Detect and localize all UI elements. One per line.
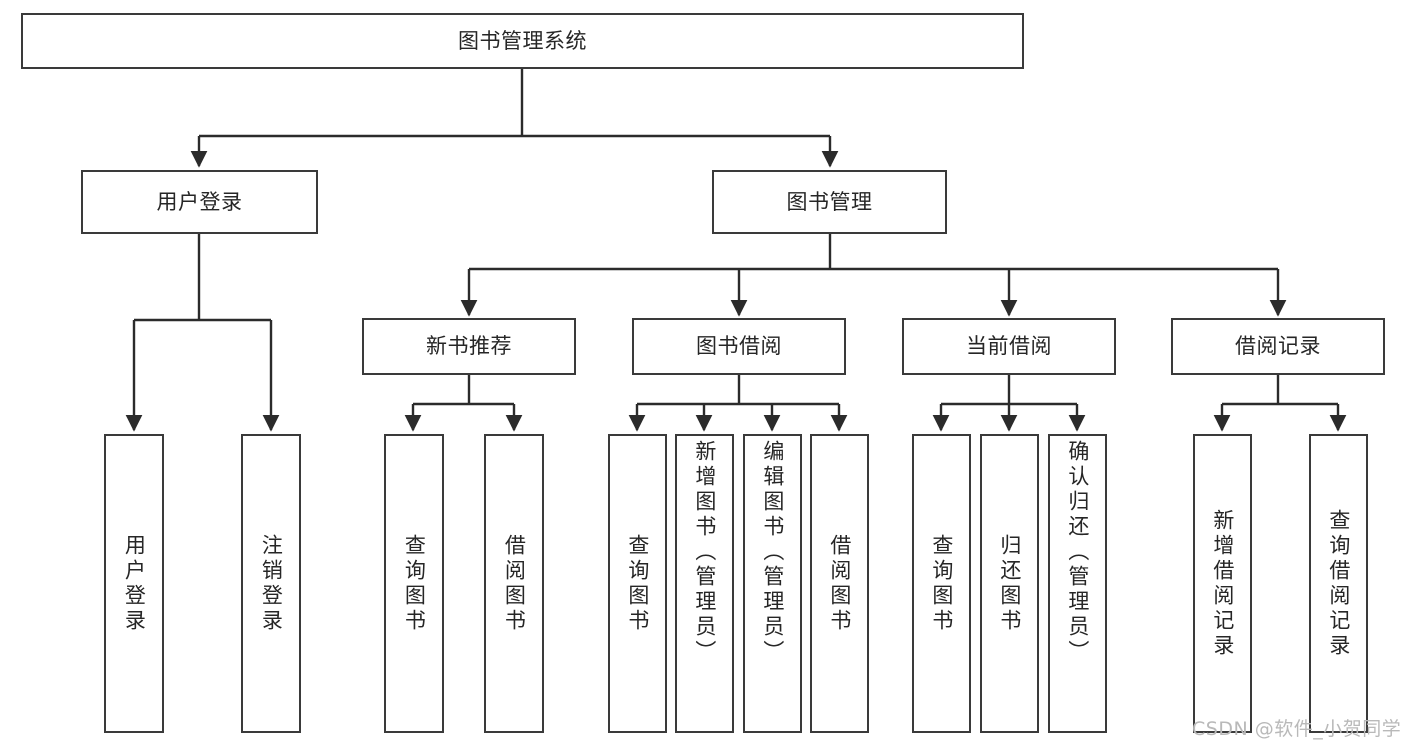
leaf-bb-add-book-label: 新增图书（管理员）	[692, 440, 717, 665]
node-borrow-record[interactable]: 借阅记录	[1171, 318, 1385, 375]
leaf-logout-label: 注销登录	[259, 533, 284, 634]
leaf-br-query-record-wrap: 查询借阅记录	[1311, 436, 1366, 731]
leaf-cb-return-book-wrap: 归还图书	[982, 436, 1037, 731]
node-book-management-label: 图书管理	[786, 189, 873, 214]
leaf-bb-query-book-label: 查询图书	[625, 533, 650, 634]
leaf-nb-query-book-label: 查询图书	[402, 533, 427, 634]
leaf-nb-borrow-book[interactable]: 借阅图书	[484, 434, 544, 733]
leaf-bb-query-book-wrap: 查询图书	[610, 436, 665, 731]
leaf-bb-add-book[interactable]: 新增图书（管理员）	[675, 434, 734, 733]
node-user-login-label: 用户登录	[156, 189, 243, 214]
leaf-br-add-record-wrap: 新增借阅记录	[1195, 436, 1250, 731]
node-book-borrow-label: 图书借阅	[696, 334, 782, 359]
node-root[interactable]: 图书管理系统	[21, 13, 1024, 69]
node-current-borrow-label: 当前借阅	[966, 334, 1052, 359]
leaf-logout-wrap: 注销登录	[243, 436, 299, 731]
leaf-bb-edit-book[interactable]: 编辑图书（管理员）	[743, 434, 802, 733]
leaf-cb-confirm-return-label: 确认归还（管理员）	[1065, 440, 1090, 665]
node-current-borrow[interactable]: 当前借阅	[902, 318, 1116, 375]
node-book-borrow[interactable]: 图书借阅	[632, 318, 846, 375]
leaf-bb-borrow-book-wrap: 借阅图书	[812, 436, 867, 731]
leaf-cb-confirm-return-wrap: 确认归还（管理员）	[1050, 436, 1105, 735]
leaf-bb-borrow-book[interactable]: 借阅图书	[810, 434, 869, 733]
leaf-user-login-wrap: 用户登录	[106, 436, 162, 731]
leaf-user-login-label: 用户登录	[122, 533, 147, 634]
node-new-book-recommend[interactable]: 新书推荐	[362, 318, 576, 375]
leaf-cb-return-book[interactable]: 归还图书	[980, 434, 1039, 733]
leaf-bb-edit-book-label: 编辑图书（管理员）	[760, 440, 785, 665]
leaf-cb-query-book-wrap: 查询图书	[914, 436, 969, 731]
leaf-br-add-record-label: 新增借阅记录	[1210, 508, 1235, 659]
watermark: CSDN @软件_小贺同学	[1192, 718, 1402, 740]
node-book-management[interactable]: 图书管理	[712, 170, 947, 234]
leaf-bb-borrow-book-label: 借阅图书	[827, 533, 852, 634]
leaf-user-login[interactable]: 用户登录	[104, 434, 164, 733]
leaf-bb-add-book-wrap: 新增图书（管理员）	[677, 436, 732, 735]
leaf-cb-return-book-label: 归还图书	[997, 533, 1022, 634]
node-new-book-recommend-label: 新书推荐	[426, 334, 512, 359]
leaf-nb-query-book-wrap: 查询图书	[386, 436, 442, 731]
leaf-nb-query-book[interactable]: 查询图书	[384, 434, 444, 733]
leaf-bb-edit-book-wrap: 编辑图书（管理员）	[745, 436, 800, 735]
node-root-label: 图书管理系统	[458, 28, 587, 53]
leaf-bb-query-book[interactable]: 查询图书	[608, 434, 667, 733]
leaf-br-query-record-label: 查询借阅记录	[1326, 508, 1351, 659]
leaf-nb-borrow-book-wrap: 借阅图书	[486, 436, 542, 731]
leaf-logout[interactable]: 注销登录	[241, 434, 301, 733]
node-user-login[interactable]: 用户登录	[81, 170, 318, 234]
node-borrow-record-label: 借阅记录	[1235, 334, 1321, 359]
leaf-cb-confirm-return[interactable]: 确认归还（管理员）	[1048, 434, 1107, 733]
leaf-nb-borrow-book-label: 借阅图书	[502, 533, 527, 634]
leaf-br-query-record[interactable]: 查询借阅记录	[1309, 434, 1368, 733]
leaf-cb-query-book-label: 查询图书	[929, 533, 954, 634]
leaf-br-add-record[interactable]: 新增借阅记录	[1193, 434, 1252, 733]
leaf-cb-query-book[interactable]: 查询图书	[912, 434, 971, 733]
